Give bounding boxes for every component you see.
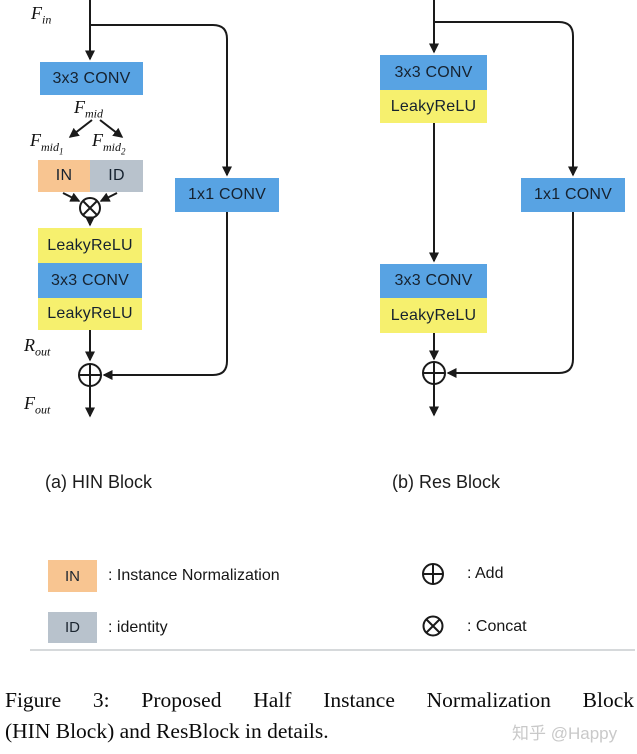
hin-concat-icon [79, 197, 101, 219]
res-add-icon [422, 361, 446, 385]
hin-leakyrelu1-block: LeakyReLU [38, 228, 142, 263]
res-conv2-block: 3x3 CONV [380, 264, 487, 298]
res-1x1-conv-block: 1x1 CONV [521, 178, 625, 212]
hin-split-right-arrow [99, 119, 124, 138]
f-mid-label: Fmid [74, 97, 103, 121]
hin-in-to-concat-arrow [62, 192, 81, 202]
legend-id-swatch: ID [48, 612, 97, 643]
hin-block-caption: (a) HIN Block [45, 472, 153, 492]
res-skip-branch-line [434, 21, 578, 177]
hin-1x1-conv-block: 1x1 CONV [175, 178, 279, 212]
r-out-label: Rout [24, 335, 51, 359]
f-mid1-label: Fmid1 [30, 130, 64, 156]
figure-caption-line1: Figure 3: Proposed Half Instance Normali… [5, 688, 634, 712]
hin-add-icon [78, 363, 102, 387]
hin-instance-norm-block: IN [38, 160, 90, 192]
legend-in-label: : Instance Normalization [108, 567, 280, 584]
legend-add-label: : Add [467, 565, 504, 582]
figure-caption: Figure 3: Proposed Half Instance Normali… [5, 685, 634, 747]
hin-conv1-block: 3x3 CONV [40, 62, 143, 95]
res-leakyrelu2-block: LeakyReLU [380, 298, 487, 333]
f-out-label: Fout [24, 393, 51, 417]
res-block-caption: (b) Res Block [392, 472, 501, 492]
zhihu-watermark: 知乎 @Happy [512, 724, 618, 743]
legend-in-swatch: IN [48, 560, 97, 592]
f-in-label: Fin [31, 3, 52, 27]
legend-divider [30, 649, 635, 651]
hin-skip-branch-line [90, 24, 232, 177]
legend-add-icon [422, 563, 444, 585]
hin-split-left-arrow [68, 119, 93, 138]
res-leakyrelu1-block: LeakyReLU [380, 90, 487, 123]
res-skip-to-add-line [446, 212, 574, 378]
legend-id-label: : identity [108, 619, 168, 636]
res-conv1-block: 3x3 CONV [380, 55, 487, 90]
hin-id-to-concat-arrow [99, 192, 118, 202]
hin-identity-block: ID [90, 160, 143, 192]
hin-leakyrelu2-block: LeakyReLU [38, 298, 142, 330]
figure-caption-line2: (HIN Block) and ResBlock in details. [5, 718, 329, 743]
hin-skip-to-add-line [102, 212, 228, 380]
hin-conv2-block: 3x3 CONV [38, 263, 142, 298]
f-mid2-label: Fmid2 [92, 130, 126, 156]
legend-concat-icon [422, 615, 444, 637]
legend-concat-label: : Concat [467, 618, 527, 635]
